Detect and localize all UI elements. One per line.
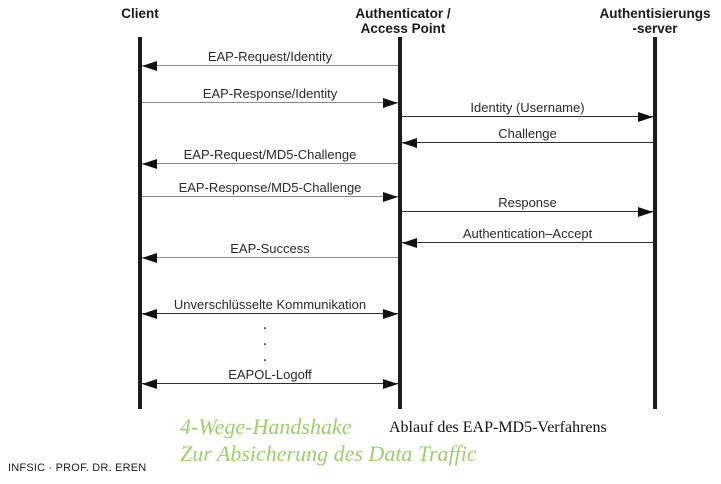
message-arrow: Authentication–Accept bbox=[402, 226, 653, 248]
message-arrow: EAPOL-Logoff bbox=[142, 367, 398, 389]
handshake-caption-line2: Zur Absicherung des Data Traffic bbox=[180, 441, 477, 466]
message-label: Unverschlüsselte Kommunikation bbox=[173, 297, 367, 312]
message-arrow: Identity (Username) bbox=[402, 100, 653, 122]
ellipsis-dot: . bbox=[262, 316, 268, 333]
message-label: Response bbox=[498, 195, 557, 210]
message-arrow: EAP-Response/Identity bbox=[142, 86, 398, 108]
message-label: EAP-Response/Identity bbox=[202, 86, 338, 101]
message-label: EAP-Request/MD5-Challenge bbox=[183, 147, 357, 162]
ellipsis-dot: . bbox=[262, 332, 268, 349]
message-arrow: Unverschlüsselte Kommunikation bbox=[142, 297, 398, 319]
message-arrow: EAP-Response/MD5-Challenge bbox=[142, 180, 398, 202]
message-arrow: EAP-Success bbox=[142, 241, 398, 263]
message-label: Authentication–Accept bbox=[462, 226, 593, 241]
lifeline-authenticator bbox=[398, 37, 402, 409]
message-arrow: Response bbox=[402, 195, 653, 217]
message-label: Challenge bbox=[498, 126, 557, 141]
lifeline-client bbox=[138, 37, 142, 409]
message-arrow: EAP-Request/MD5-Challenge bbox=[142, 147, 398, 169]
message-label: EAP-Request/Identity bbox=[207, 49, 333, 64]
handshake-caption-line1: 4-Wege-Handshake bbox=[180, 414, 352, 439]
ellipsis-dot: . bbox=[262, 348, 268, 365]
actor-authenticator-label: Authenticator / Access Point bbox=[355, 6, 451, 36]
slide-footer: INFSIC · PROF. DR. EREN bbox=[8, 462, 147, 474]
figure-caption: Ablauf des EAP-MD5-Verfahrens bbox=[389, 419, 607, 436]
message-arrow: EAP-Request/Identity bbox=[142, 49, 398, 71]
actor-auth-server-label: Authentisierungs -server bbox=[599, 6, 711, 36]
ellipsis: . . . bbox=[253, 316, 277, 366]
actor-client-label: Client bbox=[121, 6, 159, 21]
message-label: EAP-Response/MD5-Challenge bbox=[178, 180, 362, 195]
lifeline-auth-server bbox=[653, 37, 657, 409]
message-arrow: Challenge bbox=[402, 126, 653, 148]
message-label: EAP-Success bbox=[230, 241, 310, 256]
message-label: EAPOL-Logoff bbox=[228, 367, 312, 382]
message-label: Identity (Username) bbox=[470, 100, 585, 115]
